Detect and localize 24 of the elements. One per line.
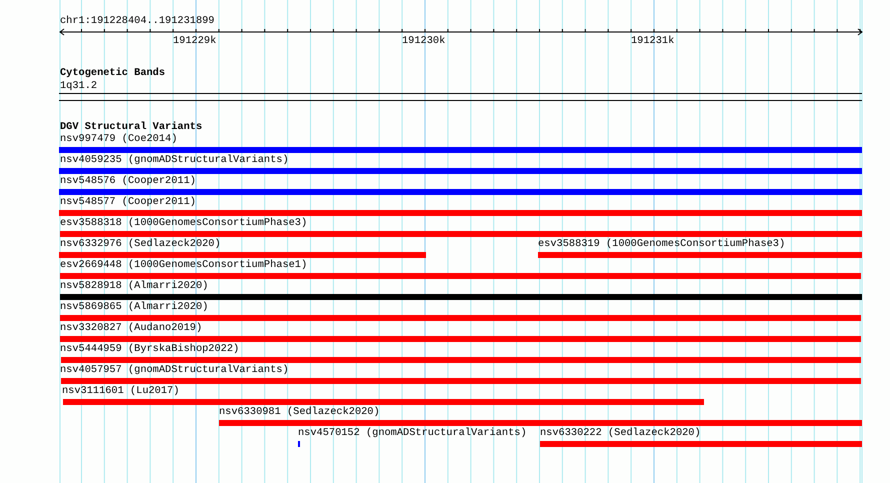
variant-label: nsv6332976 (Sedlazeck2020): [60, 239, 221, 250]
variant-label: nsv5869865 (Almarri2020): [60, 302, 208, 312]
variant-label: nsv4059235 (gnomADStructuralVariants): [60, 155, 289, 166]
variant-label: nsv997479 (Coe2014): [60, 134, 178, 144]
chromosome-range: chr1:191228404..191231899: [60, 16, 214, 26]
track-title: Cytogenetic Bands: [60, 68, 166, 78]
variant-label: esv3588318 (1000GenomesConsortiumPhase3): [60, 218, 308, 228]
axis-tick-label: 191229k: [173, 36, 216, 46]
variant-label: nsv548577 (Cooper2011): [60, 197, 196, 208]
variant-label: nsv4570152 (gnomADStructuralVariants): [298, 428, 527, 438]
variant-label: nsv3320827 (Audano2019): [60, 323, 202, 334]
variant-label: nsv5444959 (ByrskaBishop2022): [60, 344, 240, 354]
track-title: DGV Structural Variants: [60, 122, 202, 132]
variant-label: nsv3111601 (Lu2017): [62, 386, 180, 396]
band-label: 1q31.2: [60, 81, 98, 92]
variant-label: nsv6330222 (Sedlazeck2020): [540, 428, 701, 438]
variant-label: nsv4057957 (gnomADStructuralVariants): [60, 365, 289, 376]
variant-label: esv3588319 (1000GenomesConsortiumPhase3): [538, 239, 786, 250]
axis-tick-label: 191230k: [402, 36, 446, 46]
variant-label: nsv6330981 (Sedlazeck2020): [219, 407, 380, 418]
variant-label: esv2669448 (1000GenomesConsortiumPhase1): [60, 260, 308, 270]
variant-label: nsv5828918 (Almarri2020): [60, 281, 208, 292]
axis-tick-label: 191231k: [631, 36, 674, 46]
variant-label: nsv548576 (Cooper2011): [60, 176, 196, 186]
